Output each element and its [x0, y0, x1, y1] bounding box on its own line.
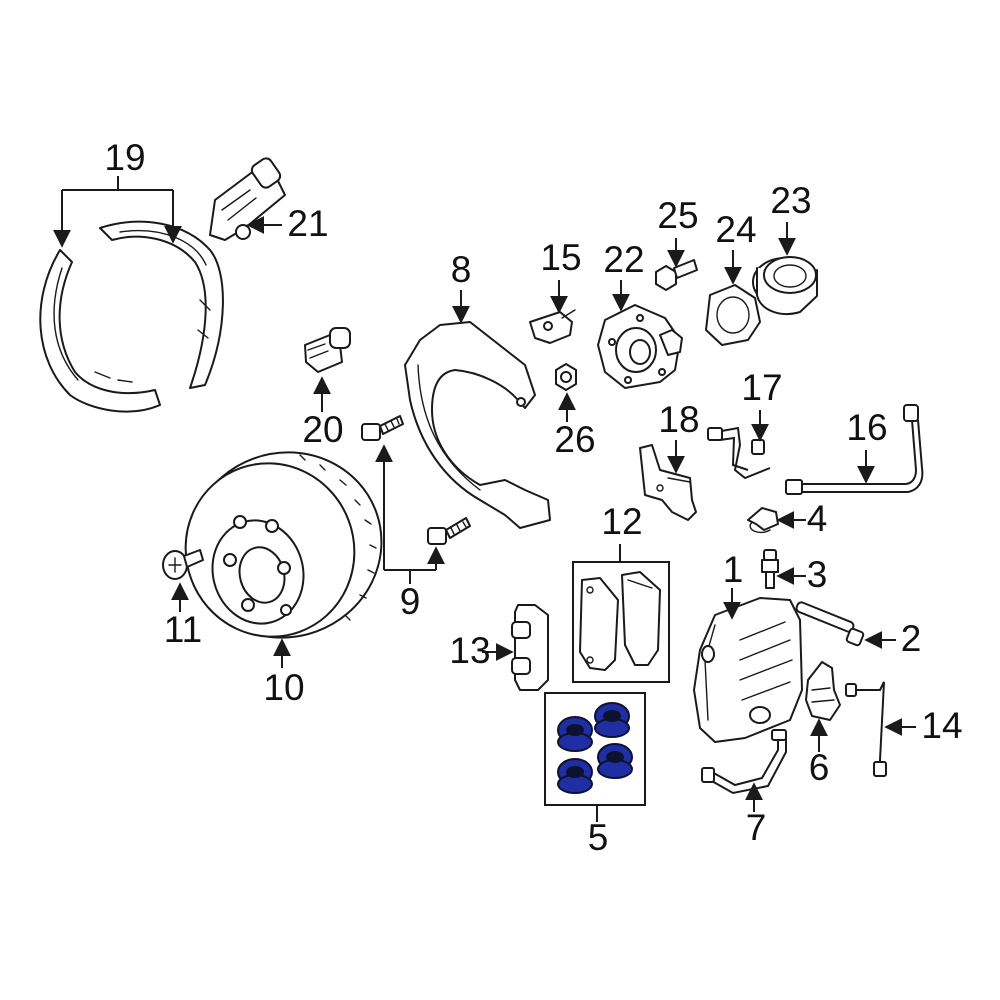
callout-15: 15	[540, 237, 581, 278]
caliper-seal-2[interactable]	[594, 702, 630, 738]
callout-22: 22	[603, 239, 644, 280]
caliper-hardware[interactable]	[805, 661, 841, 721]
callout-16: 16	[846, 407, 887, 448]
caliper-seal-1[interactable]	[557, 716, 593, 752]
shield-bolt-lower[interactable]	[427, 517, 471, 545]
bleeder-screw[interactable]	[761, 549, 779, 589]
rotor-screw[interactable]	[162, 549, 204, 580]
brake-rotor[interactable]	[161, 425, 407, 664]
callout-23: 23	[770, 180, 811, 221]
callout-9: 9	[400, 581, 421, 622]
shield-bolt-upper[interactable]	[361, 415, 404, 441]
brake-pad-inner[interactable]	[579, 577, 619, 671]
brake-caliper[interactable]	[693, 597, 803, 743]
callout-11: 11	[164, 609, 202, 650]
callout-10: 10	[263, 667, 304, 708]
callout-2: 2	[901, 618, 922, 659]
seal-kit-box	[544, 692, 646, 806]
brake-line[interactable]	[707, 426, 771, 480]
adjuster-screw[interactable]	[304, 327, 351, 373]
pad-wear-sensor[interactable]	[845, 681, 887, 777]
leader-lines	[53, 176, 916, 822]
callout-21: 21	[287, 203, 328, 244]
brake-pipe[interactable]	[701, 729, 787, 795]
callout-6: 6	[809, 747, 830, 788]
brake-adjuster[interactable]	[209, 156, 286, 241]
hose-bracket[interactable]	[639, 444, 697, 521]
callout-25: 25	[657, 195, 698, 236]
callout-13: 13	[449, 630, 490, 671]
callout-8: 8	[451, 249, 472, 290]
wheel-speed-sensor[interactable]	[529, 309, 576, 344]
caliper-pin[interactable]	[795, 601, 865, 647]
callout-4: 4	[807, 498, 828, 539]
pad-retaining-pins[interactable]	[511, 604, 549, 691]
callout-17: 17	[741, 367, 782, 408]
nut[interactable]	[555, 363, 577, 391]
brake-dust-shield[interactable]	[404, 321, 551, 529]
hub-flange[interactable]	[597, 304, 683, 389]
hose-clip[interactable]	[747, 507, 779, 534]
hub-gasket[interactable]	[705, 284, 761, 346]
hub-bolt[interactable]	[655, 259, 698, 291]
callout-20: 20	[302, 409, 343, 450]
callout-19: 19	[104, 137, 145, 178]
callout-labels: 19 21 20 8 9 10 11 15 26 22 25 24 23 18 …	[104, 137, 962, 858]
callout-5: 5	[588, 817, 609, 858]
callout-3: 3	[807, 554, 828, 595]
caliper-seal-4[interactable]	[597, 743, 633, 779]
callout-12: 12	[601, 501, 642, 542]
parking-brake-shoe-right[interactable]	[99, 220, 224, 389]
callout-24: 24	[715, 209, 756, 250]
callout-7: 7	[746, 807, 767, 848]
brake-pad-outer[interactable]	[621, 571, 661, 666]
callout-18: 18	[658, 399, 699, 440]
callout-26: 26	[554, 419, 595, 460]
wheel-bearing[interactable]	[752, 256, 818, 315]
callout-14: 14	[921, 705, 962, 746]
brake-hose[interactable]	[785, 404, 924, 495]
caliper-seal-3[interactable]	[557, 758, 593, 794]
parking-brake-shoe-left[interactable]	[39, 249, 161, 413]
callout-1: 1	[723, 549, 744, 590]
